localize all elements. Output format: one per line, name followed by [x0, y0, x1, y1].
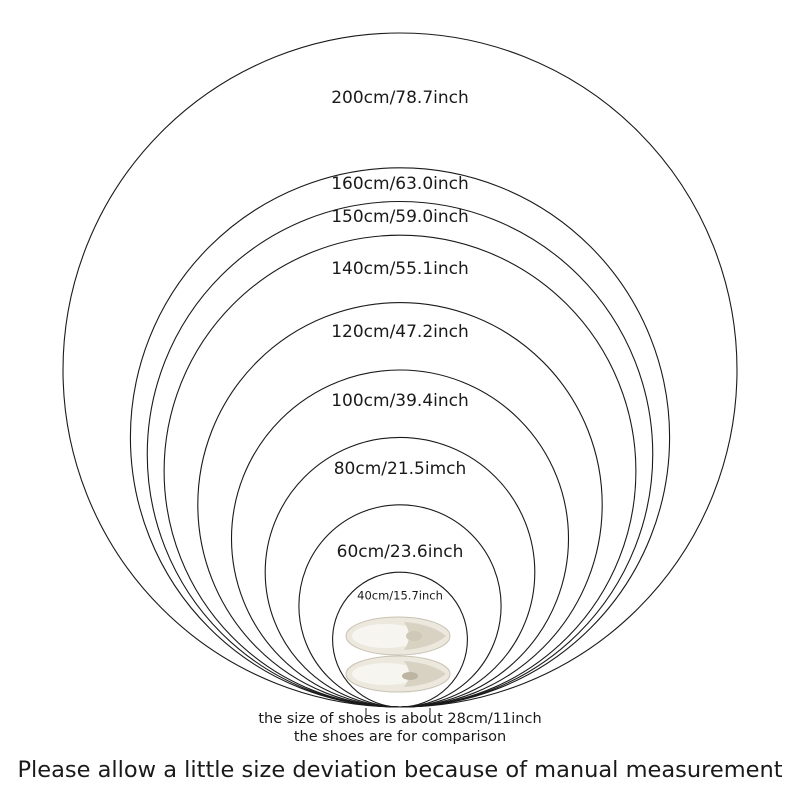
- ring-label-80cm: 80cm/21.5imch: [334, 459, 467, 479]
- deviation-note: Please allow a little size deviation bec…: [17, 757, 783, 783]
- shoe-size-caption: the size of shoes is about 28cm/11inch: [258, 711, 542, 727]
- ring-label-150cm: 150cm/59.0inch: [331, 207, 469, 227]
- ring-40cm: [332, 571, 468, 708]
- ring-label-40cm: 40cm/15.7inch: [357, 589, 443, 603]
- slippers-icon: [345, 616, 451, 693]
- ring-label-200cm: 200cm/78.7inch: [331, 88, 469, 108]
- rings-layer: 200cm/78.7inch 160cm/63.0inch 150cm/59.0in…: [62, 32, 738, 708]
- ring-label-140cm: 140cm/55.1inch: [331, 259, 469, 279]
- ring-label-60cm: 60cm/23.6inch: [337, 542, 464, 562]
- comparison-caption: the shoes are for comparison: [293, 729, 507, 745]
- ring-label-100cm: 100cm/39.4inch: [331, 391, 469, 411]
- ring-label-160cm: 160cm/63.0inch: [331, 174, 469, 194]
- ring-label-120cm: 120cm/47.2inch: [331, 322, 469, 342]
